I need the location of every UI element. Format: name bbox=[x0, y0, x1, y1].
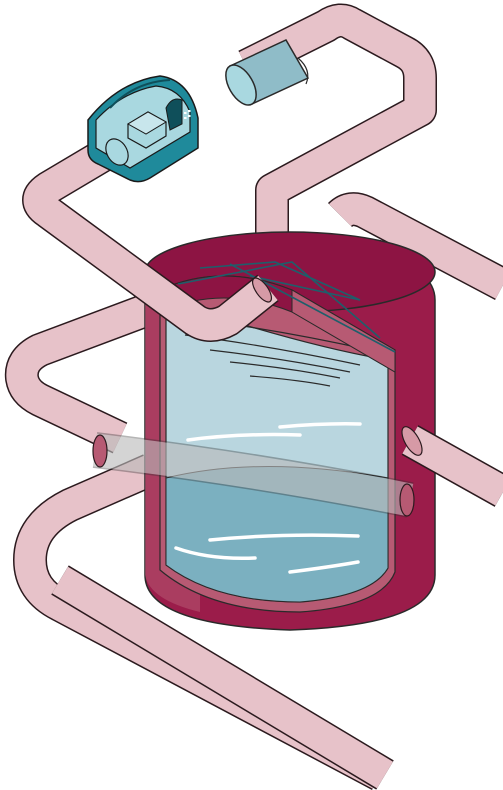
pump-device-icon bbox=[88, 76, 198, 182]
cylindrical-tank-icon bbox=[145, 232, 435, 630]
left-return-pipe bbox=[22, 305, 160, 438]
